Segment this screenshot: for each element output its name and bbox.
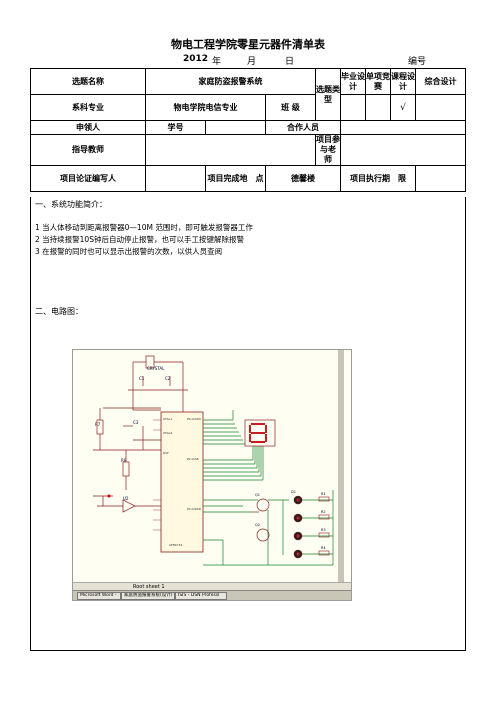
taskbar-item-word[interactable]: Microsoft Word - (77, 592, 121, 600)
place-label: 项目完成地 点 (205, 165, 266, 192)
type-cell-course-checked[interactable]: √ (390, 94, 417, 121)
student-id-label: 学号 (145, 120, 206, 135)
section-circuit-title: 二、电路图： (35, 307, 83, 316)
svg-text:P2.0/A8: P2.0/A8 (187, 457, 199, 461)
svg-text:XTAL2: XTAL2 (163, 431, 172, 435)
type-option-comprehensive: 综合设计 (415, 68, 467, 95)
svg-text:R3: R3 (321, 528, 326, 532)
author-label: 项目论证编写人 (30, 165, 146, 192)
svg-text:AT89C51: AT89C51 (169, 543, 182, 547)
svg-text:R1: R1 (321, 492, 326, 496)
number-label: 编号 (408, 57, 427, 67)
svg-text:U2: U2 (123, 496, 129, 501)
function-line-1: 1 当人体移动到距离报警器0—10M 范围时，即可触发报警器工作 (35, 223, 253, 232)
month-unit: 月 (247, 57, 257, 67)
content-area: 一、系统功能简介： 1 当人体移动到距离报警器0—10M 范围时，即可触发报警器… (30, 197, 466, 651)
day-unit: 日 (285, 57, 295, 67)
svg-text:C1: C1 (139, 376, 145, 381)
class-label: 班 级 (264, 94, 317, 121)
date-line: 2012 年 月 日 编号 (0, 54, 496, 68)
status-text: Root sheet 1 (133, 584, 165, 590)
type-label: 选题类型 (315, 68, 342, 121)
component-form-table: 选题名称 家庭防盗报警系统 选题类型 毕业设计 单项竞赛 课程设计 综合设计 系… (30, 68, 467, 192)
section-function-title: 一、系统功能简介： (35, 200, 107, 209)
partner-value[interactable] (340, 120, 467, 135)
svg-text:XTAL1: XTAL1 (163, 417, 172, 421)
svg-text:P0.0/AD0: P0.0/AD0 (187, 417, 201, 421)
year-unit: 年 (212, 57, 222, 67)
type-cell-graduation[interactable] (340, 94, 367, 121)
function-line-3: 3 在报警的同时也可以显示出报警的次数，以供人员查阅 (35, 247, 223, 256)
teacher-join-label: 项目参与老 师 (315, 134, 345, 166)
function-line-2: 2 当持续报警10S钟后自动停止报警，也可以手工按键解除报警 (35, 235, 244, 244)
project-name-label: 选题名称 (30, 68, 146, 95)
svg-text:R7: R7 (95, 422, 101, 427)
svg-text:R2: R2 (321, 510, 326, 514)
type-option-competition: 单项竞赛 (365, 68, 392, 95)
type-option-course: 课程设计 (390, 68, 417, 95)
major-value: 物电学院电信专业 (145, 94, 266, 121)
svg-text:Q2: Q2 (255, 523, 260, 527)
taskbar-item-doc[interactable]: 家庭防盗报警系统(设计) - (121, 592, 175, 600)
place-value: 德馨楼 (264, 165, 342, 192)
taskbar: Microsoft Word - 家庭防盗报警系统(设计) - ISIS - D… (73, 590, 351, 600)
project-name-value: 家庭防盗报警系统 (144, 68, 317, 95)
svg-text:C2: C2 (165, 376, 171, 381)
svg-text:RST: RST (163, 451, 169, 455)
svg-text:CRYSTAL: CRYSTAL (147, 366, 165, 371)
svg-text:D1: D1 (291, 490, 296, 494)
type-cell-competition[interactable] (365, 94, 392, 121)
applicant-label: 申领人 (30, 120, 146, 135)
period-label: 项目执行期 限 (340, 165, 417, 192)
year-value: 2012 (183, 54, 209, 64)
teacher-value[interactable] (144, 134, 317, 166)
svg-text:P3.0/RXD: P3.0/RXD (187, 507, 202, 511)
type-cell-comprehensive[interactable] (415, 94, 467, 121)
svg-text:R4: R4 (321, 546, 326, 550)
teacher-join-value[interactable] (340, 134, 467, 166)
partner-label: 合作人员 (264, 120, 342, 135)
teacher-label: 指导教师 (30, 134, 146, 166)
svg-text:Q1: Q1 (255, 493, 260, 497)
svg-text:R8: R8 (121, 458, 127, 463)
author-value[interactable] (145, 165, 206, 192)
student-id-value[interactable] (205, 120, 266, 135)
type-option-graduation: 毕业设计 (340, 68, 367, 95)
svg-text:C3: C3 (133, 420, 139, 425)
schematic-status-bar: Root sheet 1 (73, 582, 351, 591)
page-title: 物电工程学院零星元器件清单表 (171, 38, 325, 51)
taskbar-item-isis[interactable]: ISIS - DSN ProfessI (175, 592, 227, 600)
period-value[interactable] (415, 165, 467, 192)
major-label: 系科专业 (30, 94, 146, 121)
